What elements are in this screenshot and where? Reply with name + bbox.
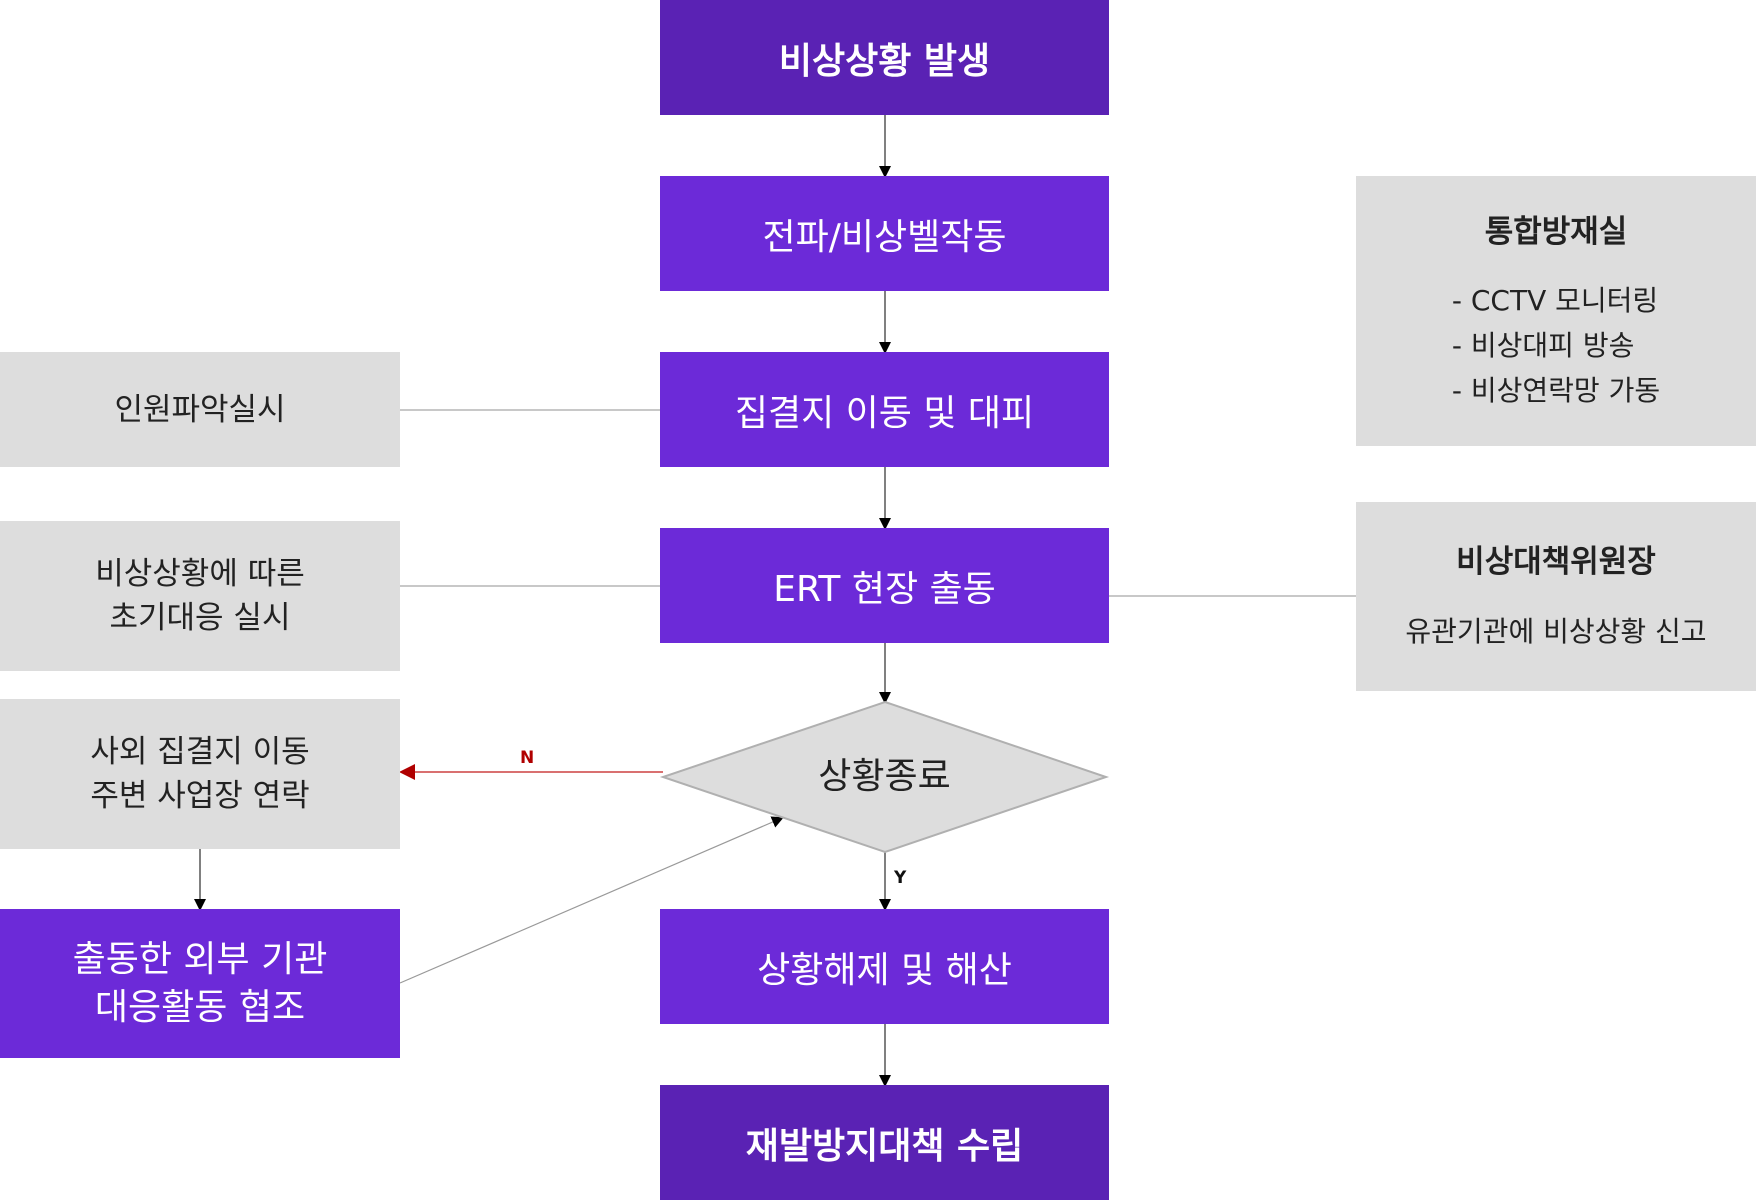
node-initial-response-line1: 비상상황에 따른 bbox=[95, 556, 305, 592]
node-offsite-line1: 사외 집결지 이동 bbox=[90, 734, 310, 770]
decision-label: 상황종료 bbox=[818, 756, 951, 797]
node-headcount[interactable]: 인원파악실시 bbox=[0, 352, 400, 467]
step-ert[interactable]: ERT 현장 출동 bbox=[660, 528, 1109, 643]
step-evacuate[interactable]: 집결지 이동 및 대피 bbox=[660, 352, 1109, 467]
step-ert-label: ERT 현장 출동 bbox=[773, 568, 996, 610]
decision-diamond[interactable] bbox=[659, 700, 1110, 854]
node-cooperate[interactable]: 출동한 외부 기관 대응활동 협조 bbox=[0, 909, 400, 1058]
node-control-room[interactable]: 통합방재실 - CCTV 모니터링 - 비상대피 방송 - 비상연락망 가동 bbox=[1356, 176, 1756, 446]
edge-cooperate-decision bbox=[399, 816, 784, 984]
control-room-title: 통합방재실 bbox=[1484, 213, 1628, 250]
step-prevent[interactable]: 재발방지대책 수립 bbox=[660, 1085, 1109, 1200]
step-release[interactable]: 상황해제 및 해산 bbox=[660, 909, 1109, 1024]
node-initial-response-line2: 초기대응 실시 bbox=[109, 600, 291, 636]
committee-subtitle: 유관기관에 비상상황 신고 bbox=[1405, 614, 1707, 648]
step-evacuate-label: 집결지 이동 및 대피 bbox=[734, 392, 1035, 434]
node-offsite-line2: 주변 사업장 연락 bbox=[90, 778, 310, 814]
control-room-item: - 비상연락망 가동 bbox=[1451, 373, 1661, 407]
step-alert-label: 전파/비상벨작동 bbox=[762, 216, 1007, 258]
node-committee[interactable]: 비상대책위원장 유관기관에 비상상황 신고 bbox=[1356, 502, 1756, 691]
step-prevent-label: 재발방지대책 수립 bbox=[745, 1125, 1024, 1167]
node-headcount-label: 인원파악실시 bbox=[114, 391, 286, 428]
step-release-label: 상황해제 및 해산 bbox=[757, 949, 1012, 991]
no-label: N bbox=[520, 748, 535, 768]
node-cooperate-line2: 대응활동 협조 bbox=[94, 986, 306, 1028]
yes-label: Y bbox=[894, 868, 907, 888]
step-start[interactable]: 비상상황 발생 bbox=[660, 0, 1109, 115]
node-cooperate-line1: 출동한 외부 기관 bbox=[72, 938, 328, 980]
step-start-label: 비상상황 발생 bbox=[778, 40, 991, 82]
control-room-item: - 비상대피 방송 bbox=[1451, 328, 1635, 362]
node-offsite[interactable]: 사외 집결지 이동 주변 사업장 연락 bbox=[0, 699, 400, 849]
committee-title: 비상대책위원장 bbox=[1456, 543, 1656, 580]
control-room-list: - CCTV 모니터링 - 비상대피 방송 - 비상연락망 가동 bbox=[1452, 278, 1660, 413]
node-initial-response[interactable]: 비상상황에 따른 초기대응 실시 bbox=[0, 521, 400, 671]
control-room-item: - CCTV 모니터링 bbox=[1451, 283, 1659, 317]
step-alert[interactable]: 전파/비상벨작동 bbox=[660, 176, 1109, 291]
